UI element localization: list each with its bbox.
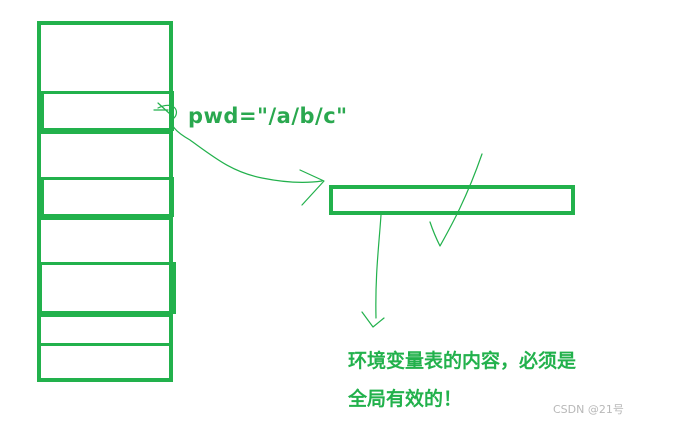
note-line-1: 环境变量表的内容，必须是 (348, 350, 577, 372)
pointer-arrowhead (299, 169, 325, 206)
stack-cell (41, 177, 174, 217)
stack-divider (37, 314, 173, 317)
stack-cell-pwd (41, 91, 174, 131)
stack-divider (37, 343, 173, 346)
stack-divider (37, 217, 173, 220)
stack-divider (37, 131, 173, 134)
watermark: CSDN @21号 (553, 403, 624, 416)
note-line-2: 全局有效的！ (348, 388, 463, 410)
env-var-box (329, 185, 575, 215)
pointer-tick (153, 102, 171, 115)
pwd-assignment-label: pwd="/a/b/c" (188, 104, 348, 128)
stack-cell (39, 262, 176, 314)
pointer-arrow (157, 104, 323, 184)
down-arrow (375, 214, 382, 319)
check-mark (429, 153, 483, 247)
down-arrowhead (361, 311, 385, 328)
